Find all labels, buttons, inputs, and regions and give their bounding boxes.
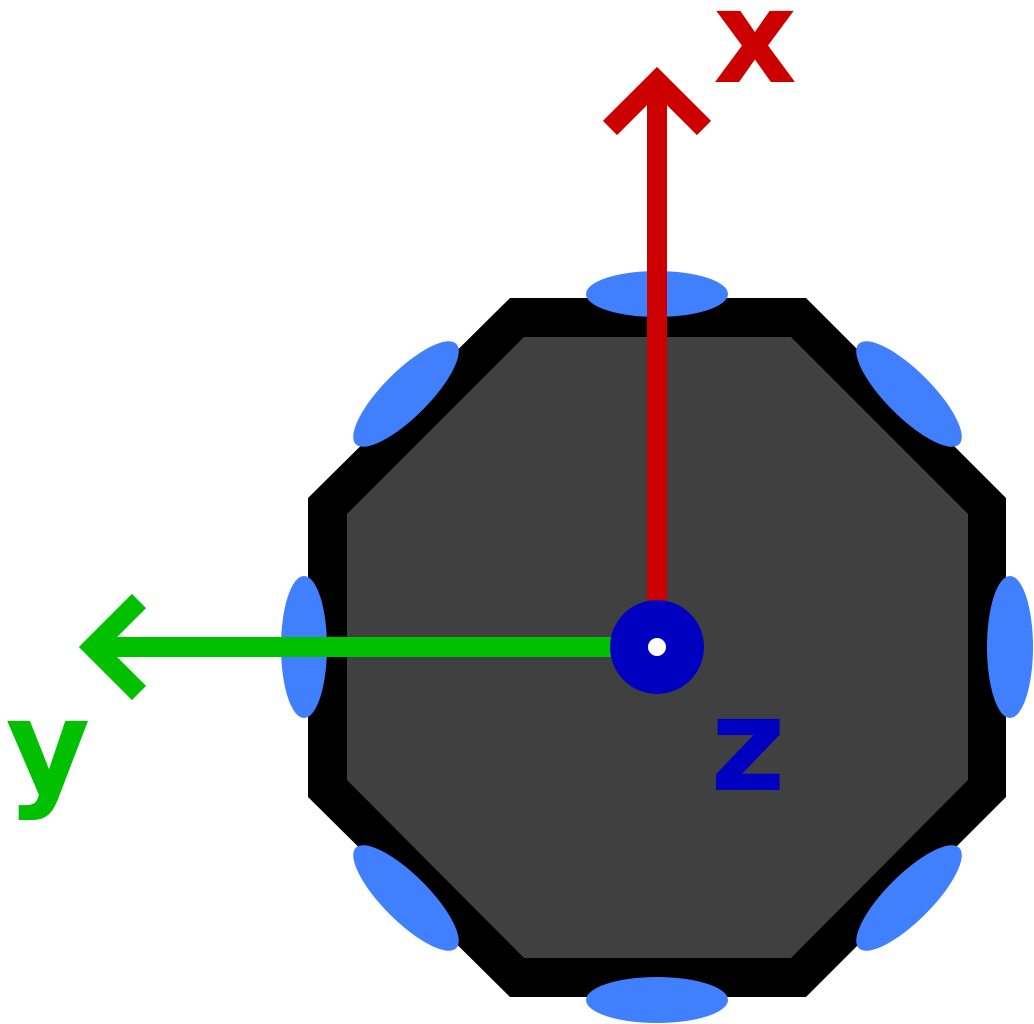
wheel-top-left xyxy=(353,341,459,447)
y-axis-label: y xyxy=(6,671,91,823)
wheel-bottom-left xyxy=(353,845,459,951)
z-axis-dot xyxy=(648,638,666,656)
x-axis: x xyxy=(602,0,797,610)
y-axis-arrowhead xyxy=(78,593,147,701)
wheel-bottom-right xyxy=(856,845,962,951)
wheel-top-right xyxy=(856,341,962,447)
x-axis-arrowhead xyxy=(602,66,712,136)
wheels xyxy=(281,271,1033,1023)
z-axis: z xyxy=(610,600,786,821)
y-axis: y xyxy=(6,593,615,823)
z-axis-label: z xyxy=(710,669,786,821)
wheel-bottom xyxy=(586,977,728,1023)
wheel-right xyxy=(987,576,1033,718)
x-axis-label: x xyxy=(713,0,797,113)
